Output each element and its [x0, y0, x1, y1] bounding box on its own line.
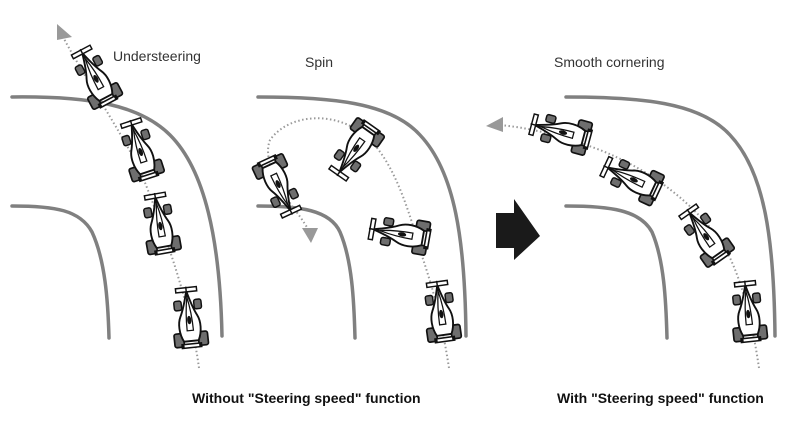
- track-outer-edge: [256, 95, 468, 338]
- caption-without-steering-speed: Without "Steering speed" function: [192, 390, 421, 406]
- caption-with-steering-speed: With "Steering speed" function: [557, 390, 764, 406]
- panel-title-spin: Spin: [305, 54, 334, 70]
- panel-title-smooth-cornering: Smooth cornering: [554, 54, 665, 70]
- formula-car-icon: [727, 277, 769, 345]
- track-inner-edge: [564, 204, 669, 340]
- track-outer-edge: [564, 95, 777, 338]
- formula-car-icon: [249, 150, 309, 223]
- right-arrow-icon: [496, 199, 540, 260]
- track-smooth: [564, 95, 777, 340]
- formula-car-icon: [168, 283, 210, 351]
- trajectory-arrowhead-icon: [486, 117, 503, 132]
- formula-car-icon: [419, 277, 463, 346]
- panel-title-understeering: Understeering: [113, 48, 201, 64]
- trajectory-arrowhead-icon: [57, 24, 72, 40]
- track-outer-edge: [10, 95, 224, 338]
- trajectory-understeering: [61, 34, 200, 369]
- formula-car-icon: [672, 198, 738, 271]
- formula-car-icon: [595, 149, 668, 209]
- formula-car-icon: [322, 114, 388, 187]
- formula-car-icon: [137, 189, 183, 258]
- formula-car-icon: [365, 211, 434, 257]
- track-inner-edge: [10, 204, 111, 340]
- formula-car-icon: [525, 106, 596, 158]
- trajectory-arrowhead-icon: [302, 228, 318, 243]
- track-understeering: [10, 95, 224, 340]
